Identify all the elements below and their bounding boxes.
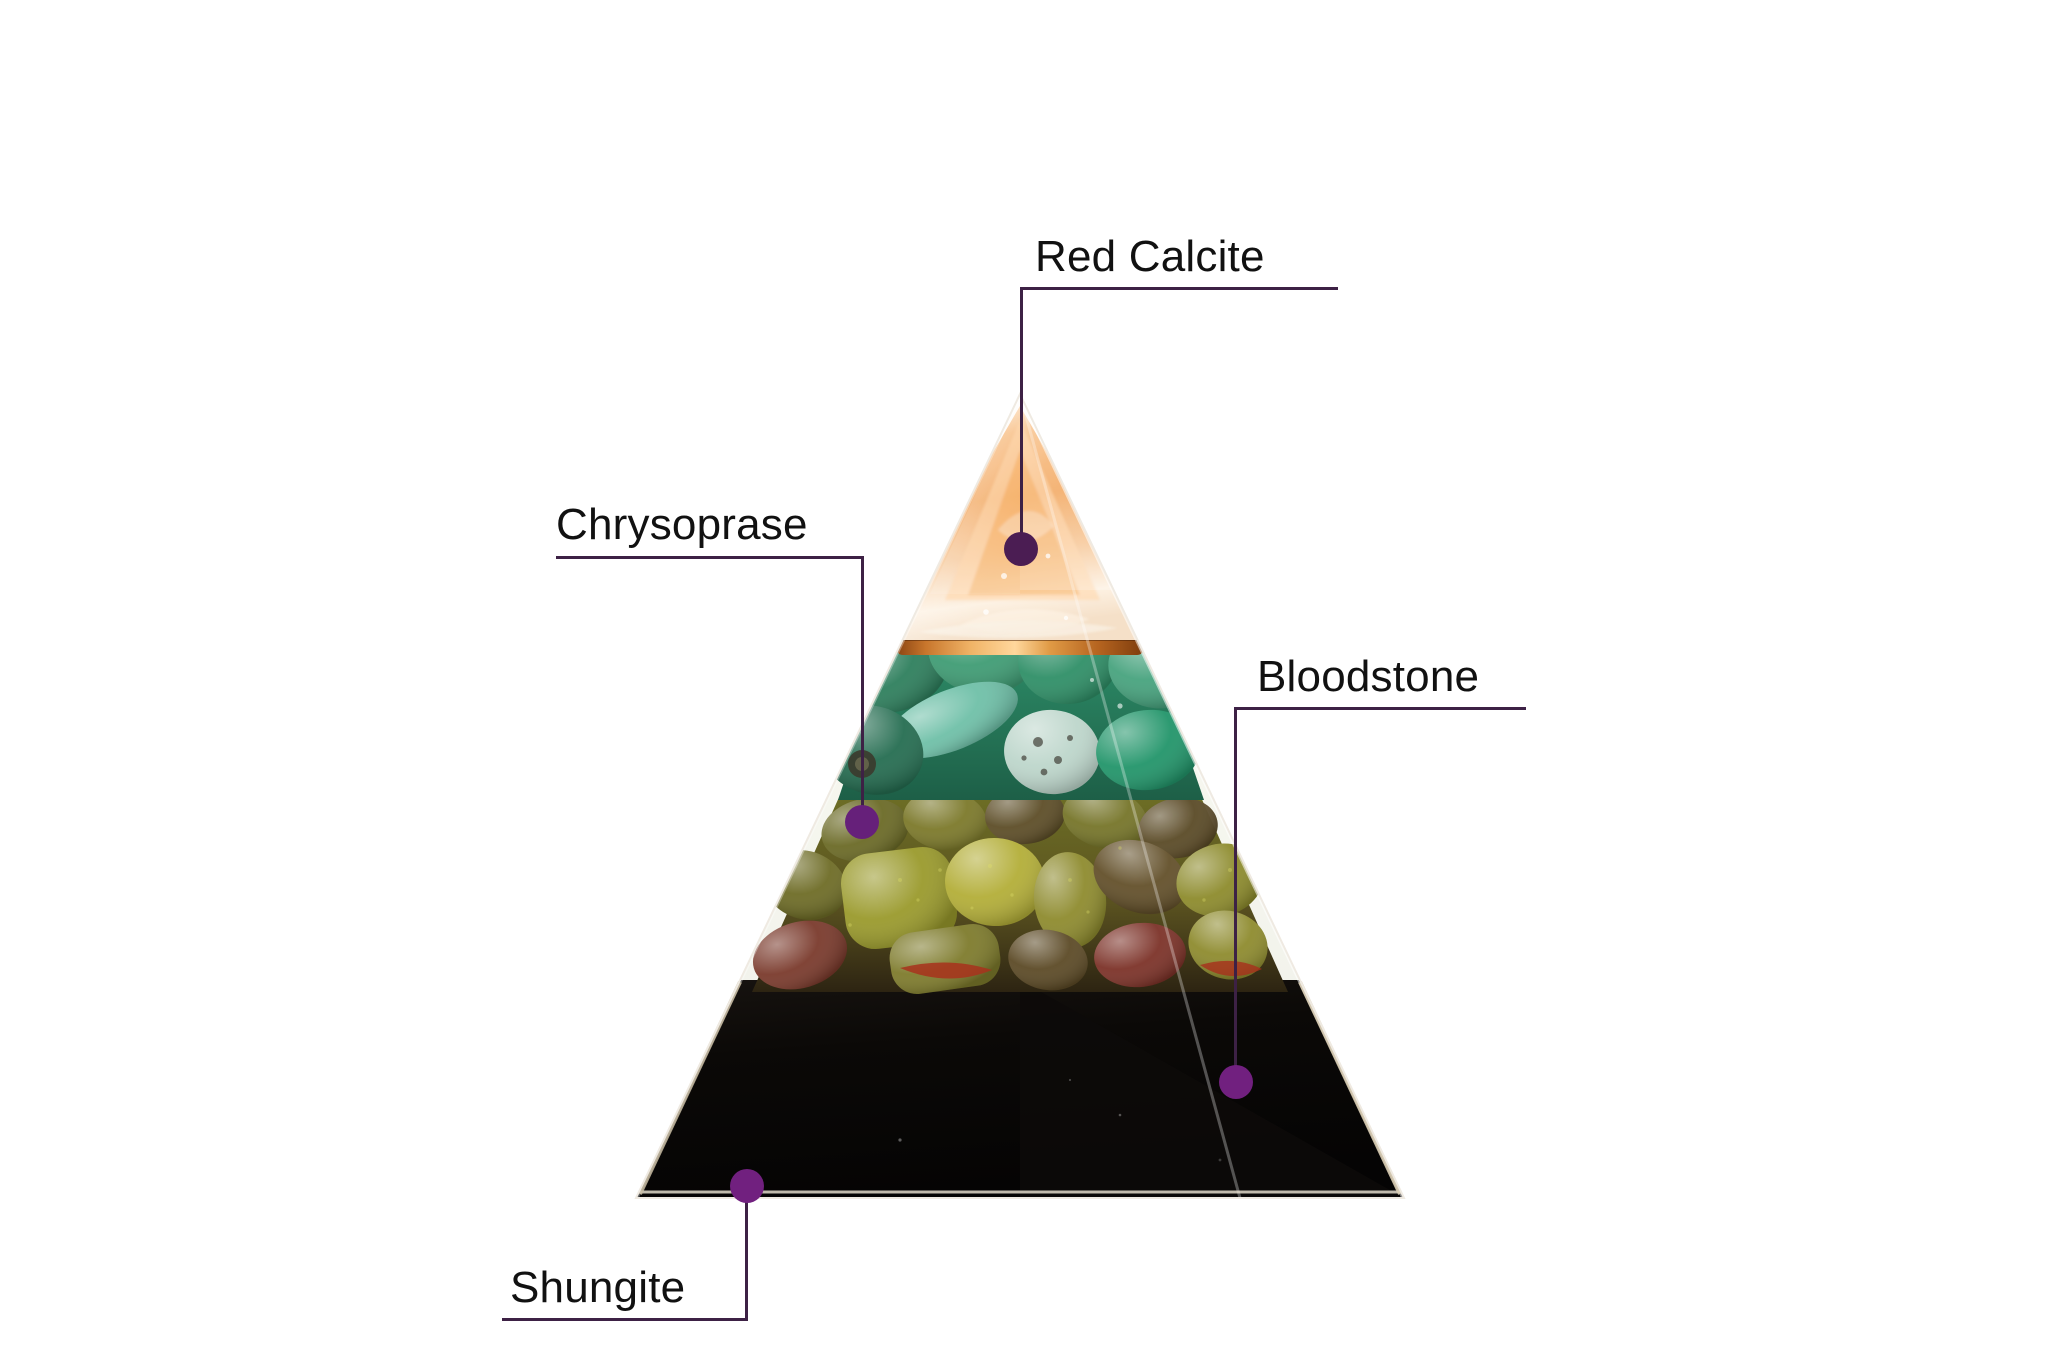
callout-dot-red-calcite <box>1004 532 1038 566</box>
callout-underline-chrysoprase <box>556 556 864 559</box>
callout-dot-chrysoprase <box>845 805 879 839</box>
callout-label-red-calcite: Red Calcite <box>1035 232 1265 281</box>
callout-underline-bloodstone <box>1234 707 1526 710</box>
callout-stem-chrysoprase <box>861 556 864 822</box>
callout-dot-shungite <box>730 1169 764 1203</box>
callout-label-bloodstone: Bloodstone <box>1257 652 1480 701</box>
callout-underline-red-calcite <box>1020 287 1338 290</box>
callout-stem-shungite <box>745 1190 748 1320</box>
callout-stem-bloodstone <box>1234 707 1237 1078</box>
callout-label-chrysoprase: Chrysoprase <box>556 500 808 549</box>
callout-dot-bloodstone <box>1219 1065 1253 1099</box>
callout-underline-shungite <box>502 1318 748 1321</box>
callout-label-shungite: Shungite <box>510 1263 686 1312</box>
callout-stem-red-calcite <box>1020 287 1023 549</box>
orgone-pyramid-photo <box>600 380 1440 1210</box>
